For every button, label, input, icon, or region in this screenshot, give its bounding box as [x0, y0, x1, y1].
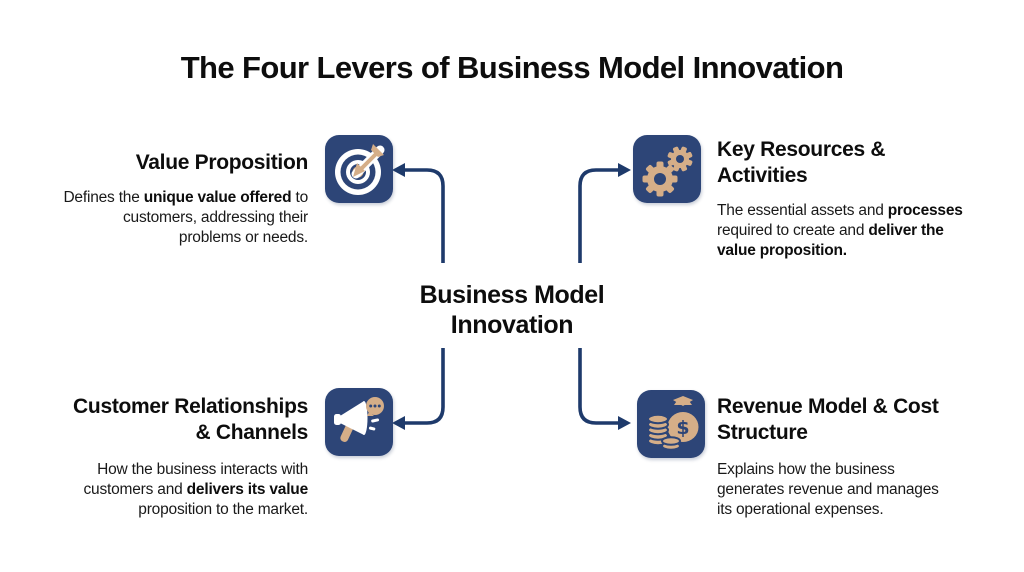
connector-bottom-right [578, 348, 619, 425]
connector-bottom-left [404, 348, 445, 425]
quadrant-title: Value Proposition [135, 151, 309, 174]
center-label-line1: Business Model [419, 281, 605, 309]
quadrant-title: Customer Relationships & Channels [73, 395, 308, 444]
quadrant-key-resources-activities: Key Resources & Activities The essential… [717, 137, 985, 261]
quadrant-value-proposition: Value Proposition Defines the unique val… [48, 150, 308, 248]
gears-icon [633, 135, 701, 203]
target-icon [325, 135, 393, 203]
quadrant-body: How the business interacts with customer… [83, 461, 308, 518]
quadrant-revenue-model-cost-structure: Revenue Model & Cost Structure Explains … [717, 394, 967, 520]
arrowhead-bottom-right [618, 416, 631, 430]
arrowhead-top-right [618, 163, 631, 177]
megaphone-icon [325, 388, 393, 456]
quadrant-body: Defines the unique value offered to cust… [63, 189, 308, 246]
arrowhead-bottom-left [392, 416, 405, 430]
quadrant-body: Explains how the business generates reve… [717, 461, 939, 518]
center-label: Business Model Innovation [0, 280, 1024, 340]
arrowhead-top-left [392, 163, 405, 177]
quadrant-customer-relationships-channels: Customer Relationships & Channels How th… [48, 394, 308, 520]
connector-top-left [404, 168, 445, 263]
quadrant-body: The essential assets and processes requi… [717, 202, 963, 259]
svg-text:$: $ [676, 417, 689, 439]
money-bag-icon: $ [637, 390, 705, 458]
center-label-line2: Innovation [450, 311, 574, 339]
connector-top-right [578, 168, 619, 263]
quadrant-title: Revenue Model & Cost Structure [717, 395, 939, 444]
page-title: The Four Levers of Business Model Innova… [180, 50, 844, 85]
quadrant-title: Key Resources & Activities [717, 138, 886, 187]
